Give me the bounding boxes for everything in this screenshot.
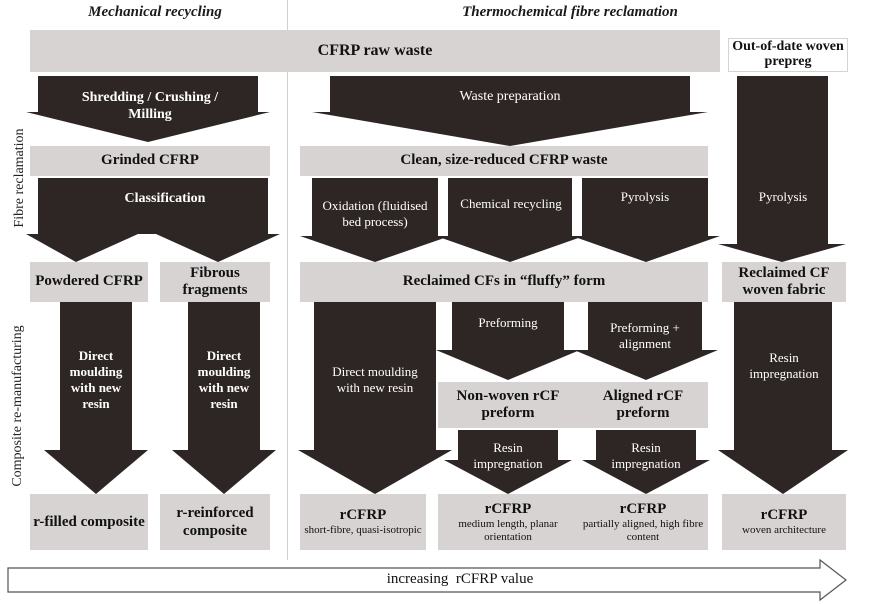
oxidation-label: Oxidation (fluidised bed process) [322, 197, 428, 229]
powdered-cfrp-box: Powdered CFRP [30, 262, 148, 302]
output-title: rCFRP [760, 507, 808, 524]
output-rcfrp-partially-aligned: rCFRP partially aligned, high fibre cont… [578, 494, 708, 550]
chemical-arrow [436, 178, 584, 262]
woven-resin-impregnation-label: Resin impregnation [749, 349, 819, 381]
preforming-align-arrow [574, 302, 718, 380]
shredding-label: Shredding / Crushing / Milling [81, 89, 219, 123]
preforming-alignment-label: Preforming + alignment [610, 319, 680, 351]
resin-impregnation-label-2: Resin impregnation [611, 439, 681, 471]
direct-moulding-arrow-1 [44, 302, 148, 494]
direct-moulding-arrow-2 [172, 302, 276, 494]
output-subtitle: short-fibre, quasi-isotropic [304, 524, 422, 537]
preforming-label: Preforming [478, 314, 538, 330]
output-title: r-filled composite [33, 514, 145, 530]
classification-arrow [26, 178, 280, 262]
shredding-arrow [26, 76, 270, 142]
resin-impreg-arrow-2 [582, 430, 710, 494]
resin-impregnation-label-1: Resin impregnation [473, 439, 543, 471]
waste-prep-arrow [312, 76, 708, 146]
out-of-date-prepreg-box: Out-of-date woven prepreg [728, 38, 848, 72]
output-r-reinforced-composite: r-reinforced composite [160, 494, 270, 550]
direct-moulding-label-1: Direct moulding with new resin [69, 347, 123, 412]
reclaimed-cf-woven-box: Reclaimed CF woven fabric [722, 262, 846, 302]
header-thermochemical-reclamation: Thermochemical fibre reclamation [462, 4, 678, 20]
output-title: rCFRP [619, 500, 667, 517]
output-rcfrp-woven: rCFRP woven architecture [722, 494, 846, 550]
pyrolysis-prepreg-label: Pyrolysis [758, 188, 808, 204]
direct-moulding-arrow-3 [298, 302, 452, 494]
nonwoven-preform-box: Non-woven rCF preform [438, 382, 578, 428]
output-rcfrp-medium-length: rCFRP medium length, planar orientation [438, 494, 578, 550]
chemical-recycling-label: Chemical recycling [460, 195, 562, 211]
resin-impreg-arrow-1 [444, 430, 572, 494]
output-subtitle: medium length, planar orientation [458, 517, 558, 543]
pyrolysis-label: Pyrolysis [620, 188, 670, 204]
output-title: rCFRP [339, 507, 387, 524]
column-divider [287, 0, 288, 560]
reclaimed-cf-fluffy-box: Reclaimed CFs in “fluffy” form [300, 262, 708, 302]
aligned-preform-box: Aligned rCF preform [578, 382, 708, 428]
output-title: r-reinforced composite [176, 505, 254, 539]
fibrous-fragments-box: Fibrous fragments [160, 262, 270, 302]
oxidation-arrow [300, 178, 450, 262]
grinded-cfrp-box: Grinded CFRP [30, 146, 270, 176]
classification-label: Classification [124, 191, 206, 207]
direct-moulding-label-3: Direct moulding with new resin [332, 363, 418, 395]
output-rcfrp-short-fibre: rCFRP short-fibre, quasi-isotropic [300, 494, 426, 550]
value-arrow-label: increasing rCFRP value [386, 571, 534, 587]
preforming-arrow [436, 302, 580, 380]
value-arrow [7, 558, 847, 602]
output-subtitle: woven architecture [742, 524, 826, 537]
prepreg-pyrolysis-arrow [718, 76, 846, 262]
output-title: rCFRP [484, 500, 532, 517]
cfrp-raw-waste-box: CFRP raw waste [30, 30, 720, 72]
output-subtitle: partially aligned, high fibre content [582, 517, 704, 543]
pyrolysis-arrow [572, 178, 720, 262]
header-mechanical-recycling: Mechanical recycling [88, 4, 222, 20]
waste-preparation-label: Waste preparation [459, 89, 561, 105]
clean-cfrp-waste-box: Clean, size-reduced CFRP waste [300, 146, 708, 176]
woven-resin-arrow [718, 302, 848, 494]
direct-moulding-label-2: Direct moulding with new resin [197, 347, 251, 412]
output-r-filled-composite: r-filled composite [30, 494, 148, 550]
